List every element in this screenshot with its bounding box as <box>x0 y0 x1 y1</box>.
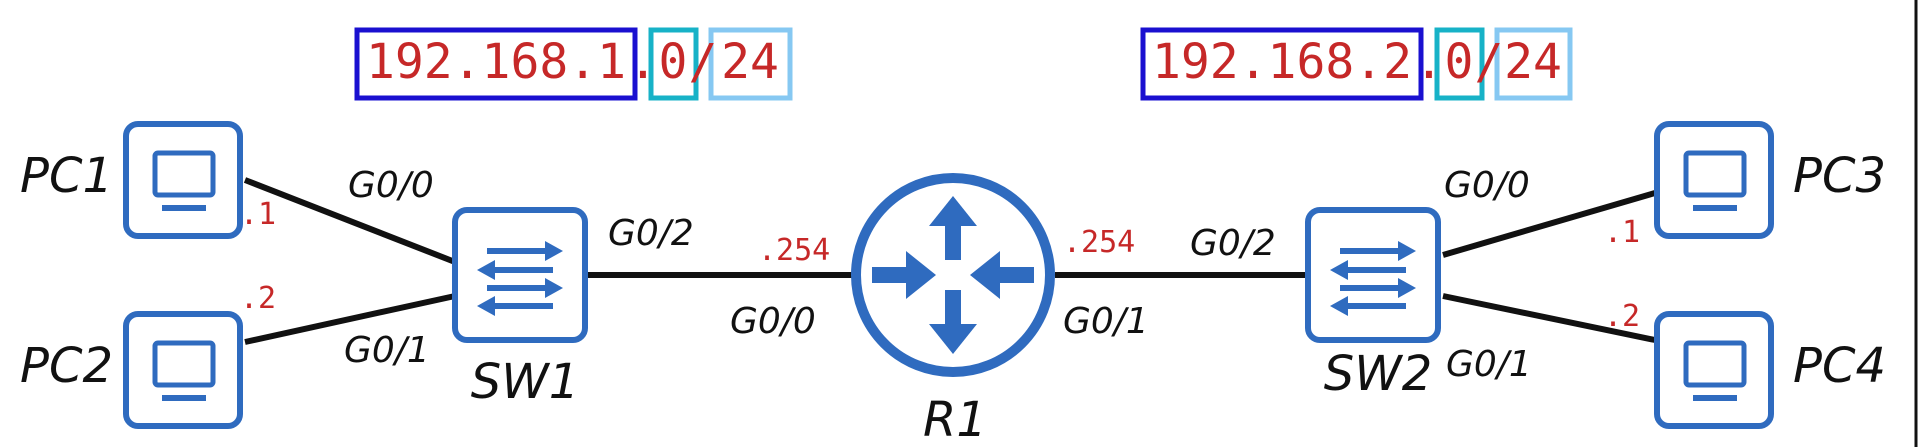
subnet-label-left: 192.168.1 . 0 / 24 <box>354 27 793 101</box>
r1-label: R1 <box>923 392 987 447</box>
interface-label-sw1-r1: G0/2 <box>608 213 694 254</box>
network-portion-text: 192.168.1 <box>366 34 626 90</box>
computer-icon <box>123 311 243 429</box>
router-icon <box>851 173 1055 377</box>
sw2-label: SW2 <box>1324 346 1432 402</box>
pc2 <box>123 311 243 429</box>
subnet-label-right: 192.168.2 . 0 / 24 <box>1140 27 1573 101</box>
link-sw2-pc3 <box>1442 190 1656 258</box>
mask-text: 24 <box>1504 34 1562 90</box>
link-sw2-pc4 <box>1442 293 1656 343</box>
computer-icon <box>1654 121 1774 239</box>
host-address-pc1: .1 <box>240 197 276 232</box>
interface-label-sw1-pc1: G0/0 <box>348 165 434 206</box>
pc3 <box>1654 121 1774 239</box>
computer-icon <box>123 121 243 239</box>
interface-label-sw2-r1: G0/2 <box>1190 223 1276 264</box>
sw1-label: SW1 <box>471 354 579 410</box>
host-address-pc3: .1 <box>1604 215 1640 250</box>
monitor-screen <box>152 150 216 198</box>
monitor-screen <box>1683 150 1747 198</box>
sw1 <box>452 207 588 343</box>
slash-text: / <box>1475 34 1504 90</box>
monitor-screen <box>1683 340 1747 388</box>
interface-label-sw1-pc2: G0/1 <box>344 330 430 371</box>
host-address-r1-right: .254 <box>1063 225 1135 260</box>
host-portion-box <box>1434 27 1485 101</box>
mask-box <box>1494 27 1573 101</box>
link-pc1-sw1 <box>243 177 457 265</box>
mask-text: 24 <box>721 34 779 90</box>
interface-label-sw2-pc4: G0/1 <box>1446 344 1532 385</box>
host-portion-text: 0 <box>659 34 688 90</box>
host-address-pc2: .2 <box>240 281 276 316</box>
network-portion-box <box>1140 27 1424 101</box>
pc4 <box>1654 311 1774 429</box>
pc2-label: PC2 <box>20 338 113 394</box>
switch-icon <box>452 207 588 343</box>
router-arrows <box>872 196 1034 354</box>
host-address-r1-left: .254 <box>758 233 830 268</box>
switch-arrows <box>477 241 563 316</box>
interface-label-sw2-pc3: G0/0 <box>1444 165 1530 206</box>
slash-text: / <box>689 34 718 90</box>
dot-text: . <box>1415 34 1444 90</box>
sw2 <box>1305 207 1441 343</box>
computer-icon <box>1654 311 1774 429</box>
r1 <box>851 173 1055 377</box>
switch-icon <box>1305 207 1441 343</box>
switch-arrows <box>1330 241 1416 316</box>
pc1 <box>123 121 243 239</box>
host-address-pc4: .2 <box>1604 299 1640 334</box>
pc4-label: PC4 <box>1793 338 1886 394</box>
interface-label-r1-sw2: G0/1 <box>1063 301 1149 342</box>
pc1-label: PC1 <box>20 148 113 204</box>
pc3-label: PC3 <box>1793 148 1886 204</box>
host-portion-text: 0 <box>1445 34 1474 90</box>
link-pc2-sw1 <box>244 293 456 345</box>
network-portion-text: 192.168.2 <box>1152 34 1412 90</box>
monitor-screen <box>152 340 216 388</box>
host-portion-box <box>648 27 699 101</box>
interface-label-r1-sw1: G0/0 <box>730 301 816 342</box>
dot-text: . <box>629 34 658 90</box>
mask-box <box>708 27 793 101</box>
network-portion-box <box>354 27 638 101</box>
